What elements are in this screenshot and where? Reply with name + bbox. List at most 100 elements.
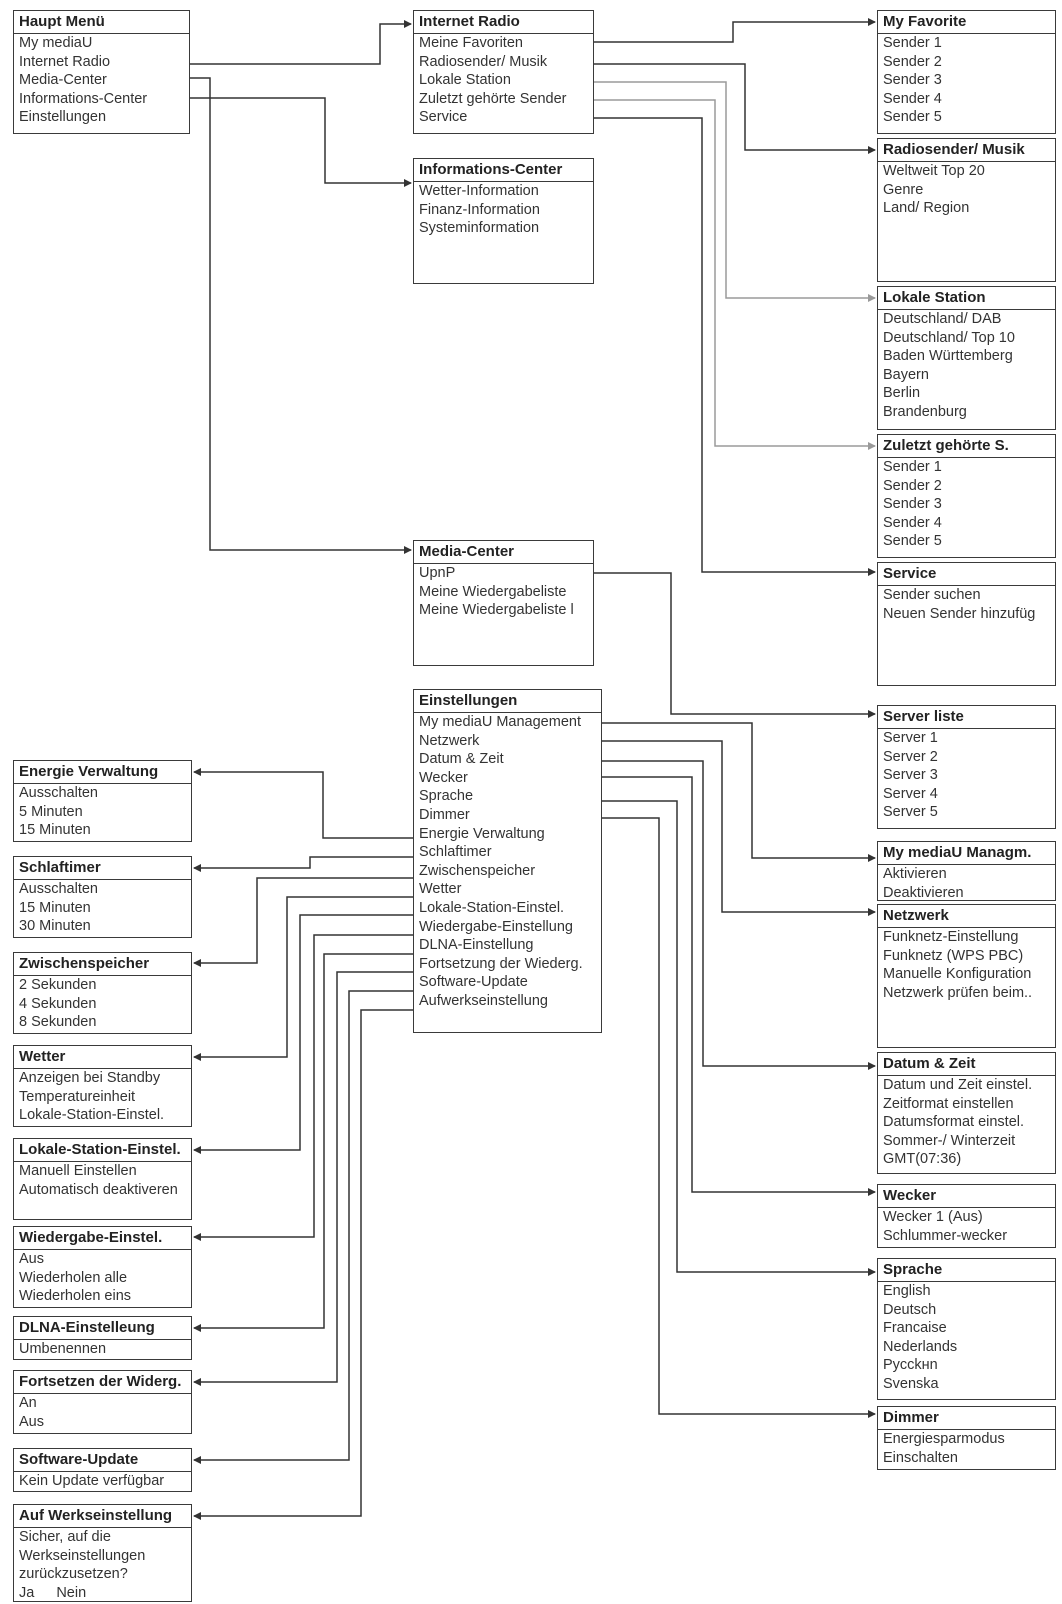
menu-item-weltweit-top-20[interactable]: Weltweit Top 20 (883, 163, 985, 179)
menu-item-sender-1[interactable]: Sender 1 (883, 459, 942, 475)
menu-item-einstellungen[interactable]: Einstellungen (19, 109, 107, 126)
menu-item-netzwerk[interactable]: Netzwerk (419, 732, 480, 749)
menu-item-sender-4[interactable]: Sender 4 (883, 90, 942, 107)
menu-item-zeitformat[interactable]: Zeitformat einstellen (883, 1095, 1014, 1112)
menu-item-wecker[interactable]: Wecker (419, 769, 468, 786)
menu-item-schlummer-wecker[interactable]: Schlummer-wecker (883, 1227, 1008, 1244)
menu-item-service[interactable]: Service (419, 109, 468, 126)
menu-item-server-5[interactable]: Server 5 (883, 804, 938, 821)
menu-item-sender-5[interactable]: Sender 5 (883, 533, 942, 550)
menu-item-sender-2[interactable]: Sender 2 (883, 477, 942, 494)
menu-item-sender-1[interactable]: Sender 1 (883, 35, 942, 51)
menu-item-wetter-information[interactable]: Wetter-Information (419, 183, 539, 199)
menu-item-francaise[interactable]: Francaise (883, 1320, 947, 1337)
menu-item-english[interactable]: English (883, 1283, 931, 1299)
menu-item-schlaftimer[interactable]: Schlaftimer (419, 844, 492, 861)
menu-item-dlna-einstellung[interactable]: DLNA-Einstellung (419, 937, 534, 954)
menu-item-my-mediau[interactable]: My mediaU (19, 35, 93, 51)
menu-item-funknetz-einstellung[interactable]: Funknetz-Einstellung (883, 929, 1019, 945)
menu-item-netzwerk-pruefen[interactable]: Netzwerk prüfen beim.. (883, 984, 1033, 1001)
menu-item-manuell-einstellen[interactable]: Manuell Einstellen (19, 1163, 137, 1179)
menu-item-server-4[interactable]: Server 4 (883, 785, 938, 802)
menu-item-30-minuten[interactable]: 30 Minuten (19, 918, 91, 935)
menu-item-sender-2[interactable]: Sender 2 (883, 53, 942, 70)
menu-item-automatisch-deaktiveren[interactable]: Automatisch deaktiveren (19, 1181, 178, 1198)
menu-item-fortsetzung[interactable]: Fortsetzung der Wiederg. (419, 955, 583, 972)
choice-ja[interactable]: Ja (19, 1584, 35, 1601)
menu-item-sommer-winterzeit[interactable]: Sommer-/ Winterzeit (883, 1132, 1016, 1149)
menu-item-wecker-1[interactable]: Wecker 1 (Aus) (883, 1209, 983, 1225)
menu-item-datumsformat[interactable]: Datumsformat einstel. (883, 1114, 1025, 1131)
menu-item-werkseinstellung[interactable]: Aufwerkseinstellung (419, 992, 548, 1009)
menu-item-anzeigen-standby[interactable]: Anzeigen bei Standby (19, 1070, 161, 1086)
menu-item-deutsch[interactable]: Deutsch (883, 1301, 937, 1318)
menu-item-sender-3[interactable]: Sender 3 (883, 496, 942, 513)
menu-item-temperatureinheit[interactable]: Temperatureinheit (19, 1088, 136, 1105)
menu-item-neuen-sender[interactable]: Neuen Sender hinzufüg (883, 605, 1036, 622)
menu-item-svenska[interactable]: Svenska (883, 1375, 939, 1392)
menu-item-deutschland-top-10[interactable]: Deutschland/ Top 10 (883, 329, 1015, 346)
menu-item-wiedergabeliste[interactable]: Meine Wiedergabeliste (419, 583, 567, 600)
menu-item-nederlands[interactable]: Nederlands (883, 1338, 958, 1355)
menu-item-brandenburg[interactable]: Brandenburg (883, 403, 967, 420)
menu-item-5-minuten[interactable]: 5 Minuten (19, 803, 83, 820)
menu-item-upnp[interactable]: UpnP (419, 565, 456, 581)
menu-item-datum-zeit-einstel[interactable]: Datum und Zeit einstel. (883, 1077, 1033, 1093)
menu-item-lokale-station[interactable]: Lokale Station (419, 72, 511, 89)
menu-item-zwischenspeicher[interactable]: Zwischenspeicher (419, 862, 536, 879)
menu-item-energiesparmodus[interactable]: Energiesparmodus (883, 1431, 1005, 1447)
menu-item-datum-zeit[interactable]: Datum & Zeit (419, 751, 504, 768)
menu-item-an[interactable]: An (19, 1395, 37, 1411)
menu-item-wetter[interactable]: Wetter (419, 881, 462, 898)
menu-item-mediau-management[interactable]: My mediaU Management (419, 714, 581, 730)
menu-item-2-sekunden[interactable]: 2 Sekunden (19, 977, 97, 993)
menu-item-kein-update[interactable]: Kein Update verfügbar (19, 1473, 165, 1489)
menu-item-lokale-station-einstel[interactable]: Lokale-Station-Einstel. (19, 1107, 165, 1124)
menu-item-baden-wuerttemberg[interactable]: Baden Württemberg (883, 348, 1013, 365)
menu-item-ausschalten[interactable]: Ausschalten (19, 881, 98, 897)
menu-item-berlin[interactable]: Berlin (883, 385, 921, 402)
menu-item-wiederholen-eins[interactable]: Wiederholen eins (19, 1288, 132, 1305)
menu-item-funknetz-wps[interactable]: Funknetz (WPS PBC) (883, 947, 1024, 964)
menu-item-informations-center[interactable]: Informations-Center (19, 90, 148, 107)
menu-item-sender-4[interactable]: Sender 4 (883, 514, 942, 531)
menu-item-server-1[interactable]: Server 1 (883, 730, 938, 746)
menu-item-15-minuten[interactable]: 15 Minuten (19, 822, 91, 839)
menu-item-finanz-information[interactable]: Finanz-Information (419, 201, 540, 218)
menu-item-russian[interactable]: Pycckнn (883, 1357, 938, 1374)
menu-item-8-sekunden[interactable]: 8 Sekunden (19, 1014, 97, 1031)
menu-item-zuletzt-gehoerte[interactable]: Zuletzt gehörte Sender (419, 90, 567, 107)
menu-item-aktivieren[interactable]: Aktivieren (883, 866, 947, 882)
menu-item-gmt[interactable]: GMT(07:36) (883, 1151, 962, 1168)
menu-item-manuelle-konfiguration[interactable]: Manuelle Konfiguration (883, 966, 1032, 983)
menu-item-wiedergabe-einstellung[interactable]: Wiedergabe-Einstellung (419, 918, 573, 935)
menu-item-15-minuten[interactable]: 15 Minuten (19, 899, 91, 916)
menu-item-wiedergabeliste-2[interactable]: Meine Wiedergabeliste l (419, 602, 574, 619)
menu-item-internet-radio[interactable]: Internet Radio (19, 53, 111, 70)
menu-item-sprache[interactable]: Sprache (419, 788, 474, 805)
menu-item-deaktivieren[interactable]: Deaktivieren (883, 884, 964, 901)
menu-item-radiosender-musik[interactable]: Radiosender/ Musik (419, 53, 548, 70)
menu-item-media-center[interactable]: Media-Center (19, 72, 107, 89)
menu-item-sender-suchen[interactable]: Sender suchen (883, 587, 981, 603)
menu-item-einschalten[interactable]: Einschalten (883, 1449, 958, 1466)
menu-item-4-sekunden[interactable]: 4 Sekunden (19, 995, 97, 1012)
menu-item-software-update[interactable]: Software-Update (419, 974, 528, 991)
menu-item-meine-favoriten[interactable]: Meine Favoriten (419, 35, 523, 51)
menu-item-genre[interactable]: Genre (883, 181, 924, 198)
menu-item-umbenennen[interactable]: Umbenennen (19, 1341, 107, 1357)
menu-item-wiederholen-alle[interactable]: Wiederholen alle (19, 1269, 128, 1286)
choice-nein[interactable]: Nein (56, 1584, 87, 1601)
menu-item-land-region[interactable]: Land/ Region (883, 200, 970, 217)
menu-item-dimmer[interactable]: Dimmer (419, 806, 470, 823)
menu-item-aus[interactable]: Aus (19, 1251, 44, 1267)
menu-item-systeminformation[interactable]: Systeminformation (419, 220, 540, 237)
menu-item-sender-5[interactable]: Sender 5 (883, 109, 942, 126)
menu-item-deutschland-dab[interactable]: Deutschland/ DAB (883, 311, 1002, 327)
menu-item-aus[interactable]: Aus (19, 1413, 44, 1430)
menu-item-energie-verwaltung[interactable]: Energie Verwaltung (419, 825, 545, 842)
menu-item-lokale-station-einstel[interactable]: Lokale-Station-Einstel. (419, 899, 565, 916)
menu-item-ausschalten[interactable]: Ausschalten (19, 785, 98, 801)
menu-item-bayern[interactable]: Bayern (883, 366, 929, 383)
menu-item-server-3[interactable]: Server 3 (883, 767, 938, 784)
